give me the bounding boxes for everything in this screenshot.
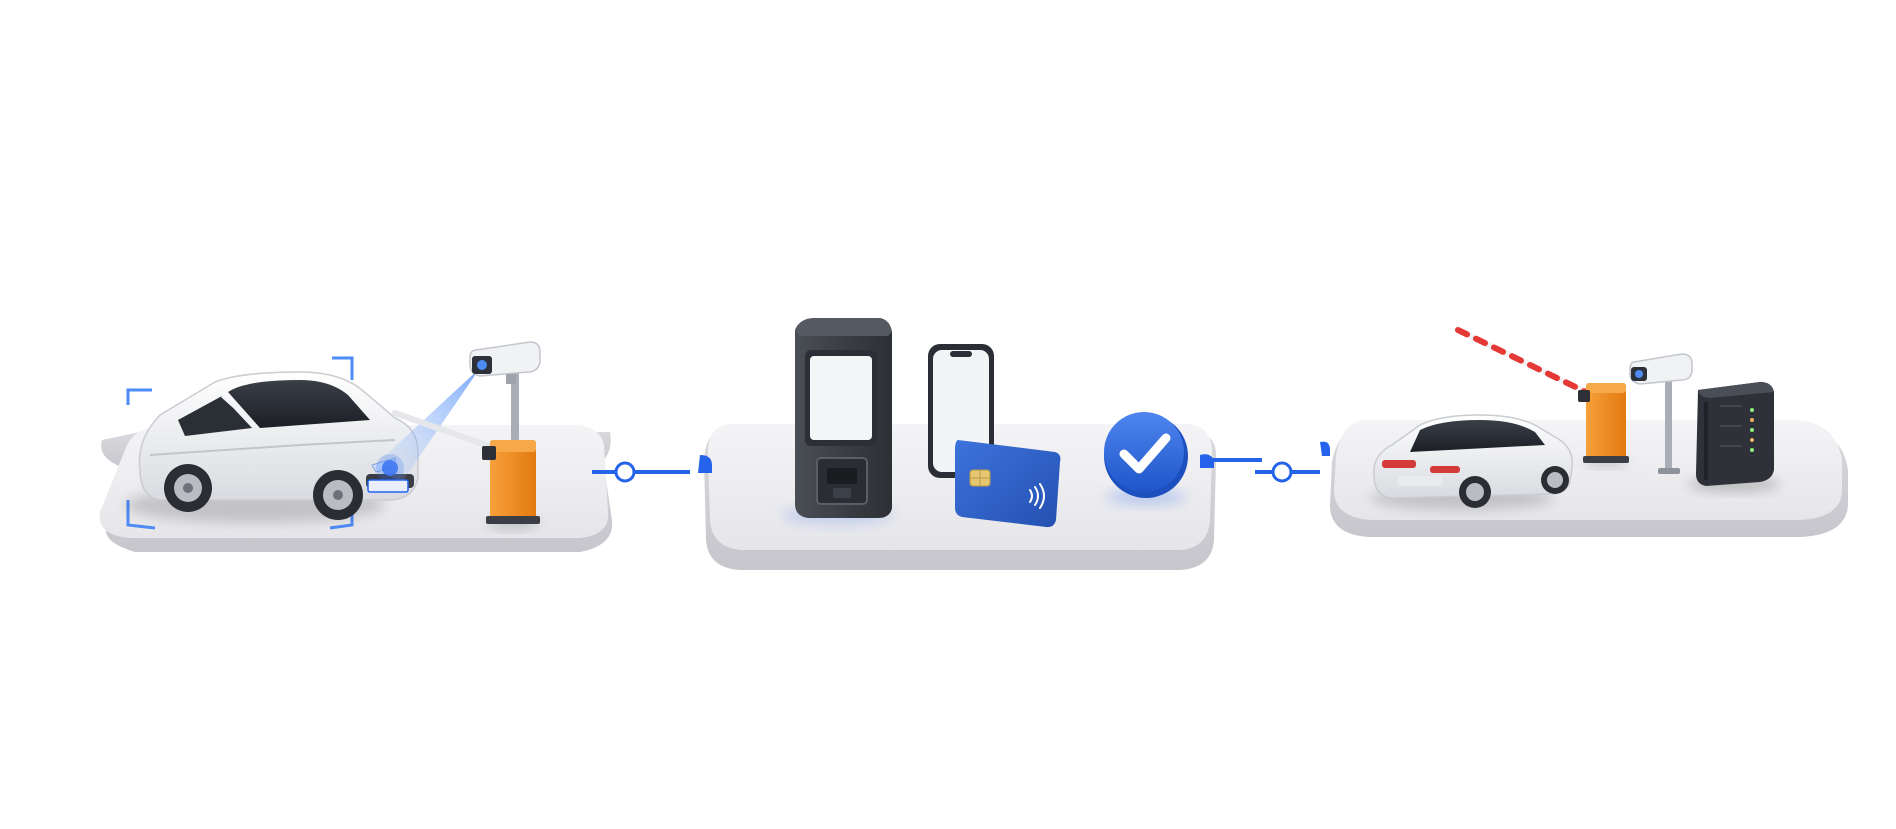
connector-entry-payment (592, 455, 712, 483)
connector-payment-exit (1200, 441, 1330, 483)
open-barrier-gate-icon (1455, 327, 1629, 467)
exit-car-icon (1370, 414, 1573, 510)
check-icon (1104, 412, 1188, 505)
exit-camera-icon (1629, 353, 1693, 474)
barrier-gate-icon (392, 410, 540, 529)
server-icon (1688, 382, 1780, 492)
contactless-icon (1029, 483, 1045, 509)
kiosk-icon (782, 318, 894, 525)
car-icon (125, 371, 419, 523)
credit-card-icon (955, 440, 1061, 528)
